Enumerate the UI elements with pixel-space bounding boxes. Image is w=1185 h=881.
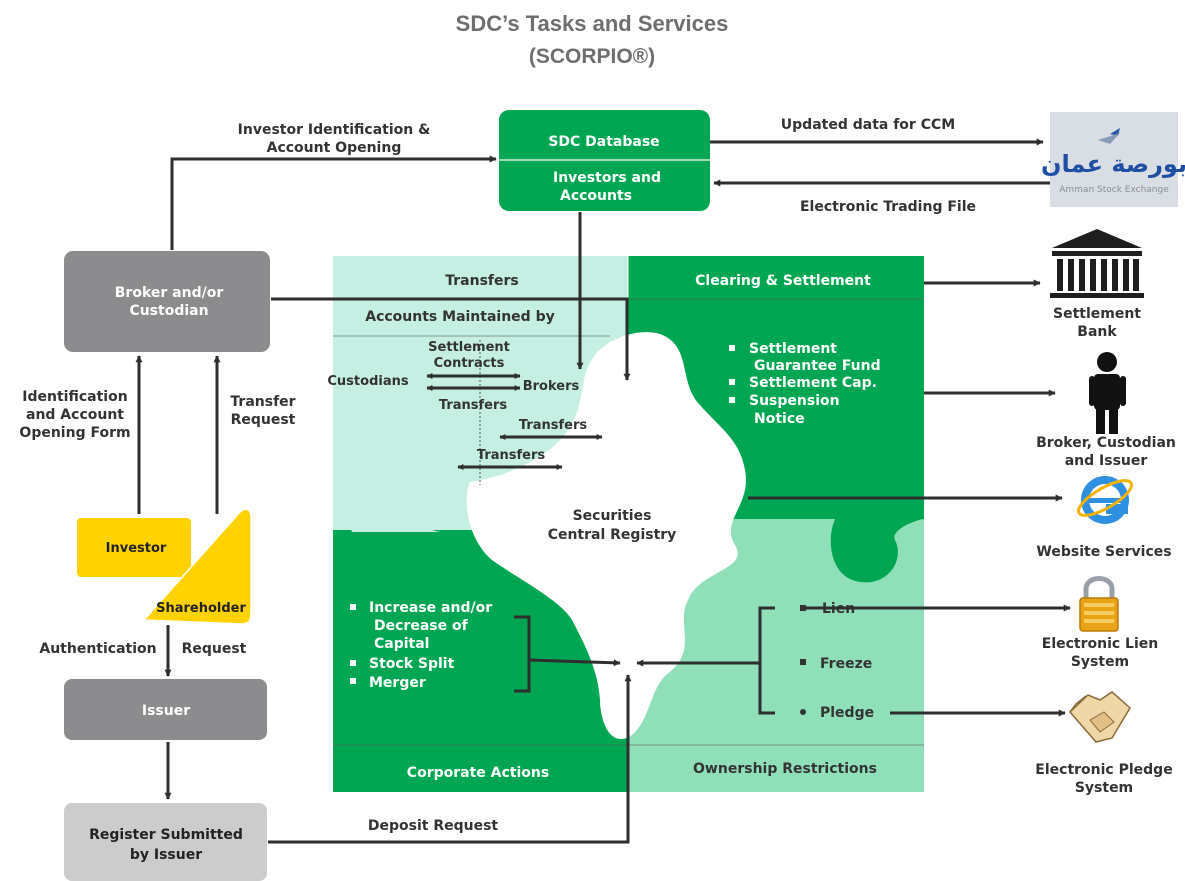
bullet-icon — [350, 660, 356, 666]
bullet-icon — [350, 604, 356, 610]
auth-request-label-1: Authentication — [39, 641, 156, 657]
transfers-knob — [347, 464, 440, 532]
broker-custodian-issuer-label-1: Broker, Custodian — [1036, 435, 1176, 451]
register-box[interactable]: Register Submitted by Issuer — [64, 803, 267, 881]
registry-label-1: Securities — [573, 508, 652, 524]
corporate-bullets: Increase and/or Decrease of Capital Stoc… — [350, 600, 492, 691]
clearing-bullets: Settlement Guarantee Fund Settlement Cap… — [729, 341, 881, 427]
broker-custodian-issuer-label-2: and Issuer — [1065, 453, 1148, 469]
restrictions-bracket — [758, 606, 775, 715]
bullet-icon — [350, 678, 356, 684]
broker-box-line-2: Custodian — [129, 303, 208, 319]
browser-icon — [1077, 476, 1133, 524]
updated-data-label: Updated data for CCM — [781, 117, 955, 133]
broker-custodian-box[interactable]: Broker and/or Custodian — [64, 251, 270, 352]
accounts-maintained-label: Accounts Maintained by — [365, 309, 554, 325]
diagram-subtitle: (SCORPIO®) — [529, 45, 655, 68]
lock-icon — [1079, 576, 1119, 632]
id-form-label-1: Identification — [22, 389, 127, 405]
clearing-header: Clearing & Settlement — [695, 273, 871, 289]
deposit-request-arrow — [268, 674, 632, 844]
shareholder-label: Shareholder — [156, 601, 246, 616]
transfer-request-label-1: Transfer — [230, 394, 295, 410]
electronic-pledge-label-1: Electronic Pledge — [1035, 762, 1172, 778]
ase-logo-english: Amman Stock Exchange — [1059, 185, 1169, 195]
corporate-bracket — [514, 615, 531, 693]
corporate-bullet-1c: Capital — [374, 636, 429, 652]
ase-logo: بورصة عمان Amman Stock Exchange — [1041, 112, 1185, 207]
corporate-bullet-2: Stock Split — [369, 656, 455, 672]
bullet-icon — [800, 709, 806, 715]
electronic-lien-label-1: Electronic Lien — [1042, 636, 1159, 652]
electronic-pledge-label-2: System — [1075, 780, 1133, 796]
investor-id-label-2: Account Opening — [267, 140, 402, 156]
sdc-database-title: SDC Database — [548, 134, 659, 150]
ownership-restrictions-footer: Ownership Restrictions — [693, 761, 877, 777]
handshake-icon — [1068, 691, 1131, 743]
connectors — [135, 138, 1071, 844]
register-line-1: Register Submitted — [89, 827, 243, 843]
corporate-bullet-3: Merger — [369, 675, 426, 691]
bullet-icon — [800, 605, 806, 611]
id-form-label-3: Opening Form — [19, 425, 130, 441]
bank-icon — [1050, 229, 1144, 298]
sdc-database-sub-1: Investors and — [553, 170, 661, 186]
bullet-icon — [729, 379, 735, 385]
bullet-icon — [729, 345, 735, 351]
transfers-label-1: Transfers — [439, 398, 507, 413]
issuer-label: Issuer — [142, 703, 190, 719]
deposit-request-label: Deposit Request — [368, 818, 499, 834]
id-form-label-2: and Account — [26, 407, 124, 423]
settlement-contracts-label-1: Settlement — [428, 340, 510, 355]
transfers-label-3: Transfers — [477, 448, 545, 463]
brokers-label: Brokers — [523, 379, 580, 394]
corporate-bullet-1b: Decrease of — [374, 618, 469, 634]
transfers-label-2: Transfers — [519, 418, 587, 433]
sdc-database-box[interactable]: SDC Database Investors and Accounts — [499, 110, 710, 211]
diagram-title: SDC’s Tasks and Services — [456, 11, 729, 36]
transfers-header: Transfers — [445, 273, 519, 289]
registry-label-2: Central Registry — [548, 527, 677, 543]
investor-box[interactable]: Investor — [77, 518, 191, 577]
corporate-arrow — [528, 658, 621, 667]
clearing-bullet-3a: Suspension — [749, 393, 840, 409]
broker-to-registry-arrow — [271, 297, 631, 381]
bullet-icon — [729, 397, 735, 403]
clearing-bullet-3b: Notice — [754, 411, 805, 427]
pledge-label: Pledge — [820, 705, 874, 721]
person-icon — [1089, 352, 1126, 434]
broker-box-line-1: Broker and/or — [115, 285, 224, 301]
bullet-icon — [800, 659, 806, 665]
ase-logo-arabic: بورصة عمان — [1041, 150, 1185, 178]
custodians-label: Custodians — [327, 374, 408, 389]
electronic-lien-label-2: System — [1071, 654, 1129, 670]
register-line-2: by Issuer — [130, 847, 202, 863]
registry-blob — [466, 332, 747, 740]
sdc-database-sub-2: Accounts — [560, 188, 632, 204]
issuer-box[interactable]: Issuer — [64, 679, 267, 740]
auth-request-label-2: Request — [182, 641, 247, 657]
trading-file-label: Electronic Trading File — [800, 199, 976, 215]
corporate-actions-footer: Corporate Actions — [407, 765, 549, 781]
settlement-bank-label-2: Bank — [1077, 324, 1117, 340]
id-account-arrow — [170, 155, 497, 250]
settlement-bank-label-1: Settlement — [1053, 306, 1141, 322]
investor-label: Investor — [106, 541, 167, 556]
clearing-bullet-1b: Guarantee Fund — [754, 358, 881, 374]
central-puzzle: Transfers Clearing & Settlement Accounts… — [327, 256, 924, 792]
transfer-request-label-2: Request — [231, 412, 296, 428]
investor-id-label-1: Investor Identification & — [238, 122, 431, 138]
website-services-label: Website Services — [1036, 544, 1171, 560]
clearing-bullet-2: Settlement Cap. — [749, 375, 877, 391]
corporate-bullet-1a: Increase and/or — [369, 600, 492, 616]
clearing-bullet-1a: Settlement — [749, 341, 837, 357]
settlement-contracts-label-2: Contracts — [434, 356, 505, 371]
shareholder-triangle[interactable]: Shareholder — [142, 508, 252, 625]
freeze-label: Freeze — [820, 656, 872, 672]
clearing-knob — [830, 519, 924, 583]
